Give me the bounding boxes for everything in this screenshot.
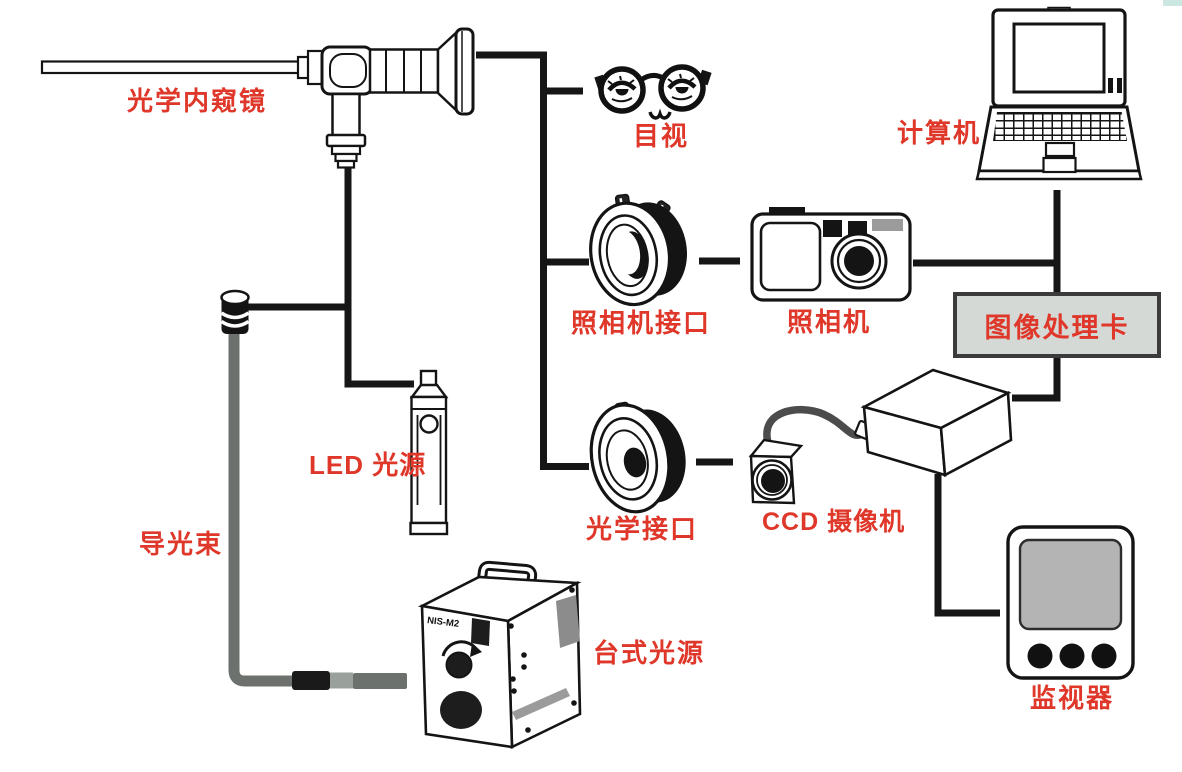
label-light-guide: 导光束 xyxy=(139,529,224,559)
connection-lines xyxy=(246,51,1061,617)
ccd-camera-icon xyxy=(748,405,877,505)
camera-adapter-ring-icon xyxy=(589,193,687,307)
eyes-glasses-icon xyxy=(594,64,712,120)
laptop-icon xyxy=(975,6,1143,181)
label-camera-adapter: 照相机接口 xyxy=(571,308,712,338)
light-guide-plug-icon xyxy=(220,289,250,334)
light-guide-connector-black xyxy=(292,671,330,690)
led-light-source-icon xyxy=(409,369,449,536)
light-guide-tail xyxy=(353,673,407,689)
label-led-source: LED 光源 xyxy=(309,450,427,480)
endoscope-icon xyxy=(40,27,475,169)
monitor-icon xyxy=(1006,525,1135,680)
ccd-control-box-icon xyxy=(860,368,1013,478)
label-optical-adapter: 光学接口 xyxy=(586,514,699,544)
desktop-light-source-icon xyxy=(417,560,582,750)
corner-artifact xyxy=(1163,0,1182,6)
label-camera: 照相机 xyxy=(787,307,872,337)
light-guide-cable xyxy=(220,289,407,690)
label-desk-source: 台式光源 xyxy=(593,638,706,668)
label-endoscope: 光学内窥镜 xyxy=(127,86,268,116)
label-ccd-camera: CCD 摄像机 xyxy=(762,508,906,536)
screws xyxy=(508,587,577,733)
image-processing-card-box xyxy=(953,292,1161,358)
optical-adapter-ring-icon xyxy=(589,401,686,514)
laptop-keyboard xyxy=(993,112,1127,141)
label-monitor: 监视器 xyxy=(1030,683,1115,713)
camera-icon xyxy=(750,207,912,302)
label-computer: 计算机 xyxy=(897,118,982,148)
label-image-card: 图像处理卡 xyxy=(984,312,1130,343)
light-guide-connector-gray xyxy=(330,672,353,689)
label-visual: 目视 xyxy=(633,121,690,151)
